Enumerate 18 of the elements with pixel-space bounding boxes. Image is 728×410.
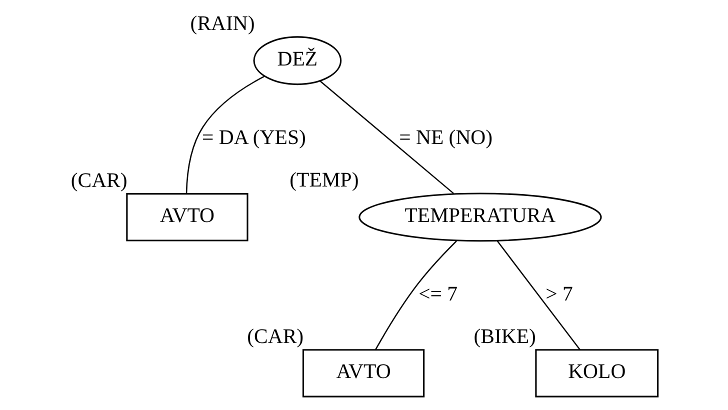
- node-label: (CAR): [70, 170, 127, 192]
- connector: [496, 240, 580, 350]
- node-box: KOLO: [534, 349, 658, 398]
- edge-label: = DA (YES): [202, 126, 306, 149]
- node-label: (RAIN): [190, 13, 254, 36]
- node-label: (CAR): [246, 326, 304, 348]
- node-box: AVTO: [302, 349, 424, 398]
- connector: [185, 76, 264, 194]
- connector: [374, 240, 456, 350]
- node-ellipse: TEMPERATURA: [358, 192, 602, 242]
- connector: [319, 80, 454, 194]
- node-box: AVTO: [126, 193, 248, 242]
- edge-label: > 7: [545, 283, 572, 306]
- edge-label: <= 7: [418, 283, 458, 306]
- node-label: (BIKE): [473, 326, 536, 348]
- edge-label: = NE (NO): [398, 126, 492, 149]
- node-label: (TEMP): [289, 170, 358, 192]
- node-ellipse: DEŽ: [252, 36, 342, 86]
